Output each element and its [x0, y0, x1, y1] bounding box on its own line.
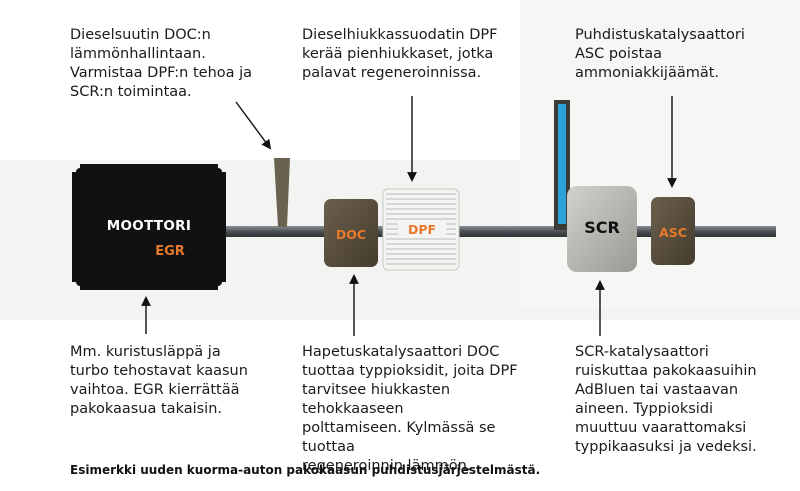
exhaust-pipe — [150, 226, 776, 237]
scr-label: SCR — [584, 218, 620, 237]
asc-catalyst — [651, 197, 695, 265]
doc-catalyst — [324, 199, 378, 267]
engine-label: MOOTTORI — [106, 218, 192, 234]
asc-label: ASC — [659, 225, 687, 240]
callout-dpf: Dieselhiukkassuodatin DPF kerää pienhiuk… — [302, 27, 498, 81]
egr-label: EGR — [155, 244, 185, 259]
callout-scr: SCR-katalysaattori ruiskuttaa pakokaasui… — [575, 344, 757, 455]
callout-injector: Dieselsuutin DOC:n lämmönhallintaan. Var… — [70, 27, 253, 100]
callout-egr: Mm. kuristusläppä ja turbo tehostavat ka… — [70, 344, 248, 417]
doc-label: DOC — [335, 227, 367, 242]
callout-doc: Hapetuskatalysaattori DOC tuottaa typpio… — [302, 344, 518, 474]
engine-block — [76, 168, 222, 286]
callout-asc: Puhdistuskatalysaattori ASC poistaa ammo… — [575, 27, 745, 81]
figure-caption: Esimerkki uuden kuorma-auton pakokaasun … — [70, 463, 541, 477]
dpf-label: DPF — [398, 222, 446, 237]
scr-catalyst — [567, 186, 637, 272]
arrow-injector — [235, 101, 272, 150]
diesel-injector — [274, 158, 290, 227]
